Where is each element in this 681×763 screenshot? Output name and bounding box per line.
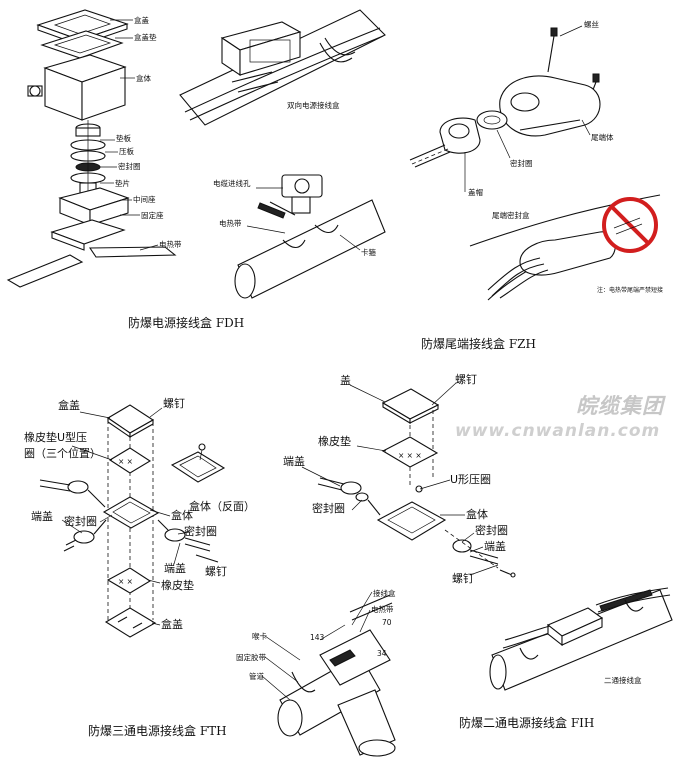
- label-side-heat-tape: 电热带: [219, 218, 242, 228]
- label-fth-body: 盒体: [171, 508, 193, 522]
- label-heat-tape: 电热带: [159, 239, 182, 249]
- watermark: 皖缆集团 www.cnwanlan.com: [455, 394, 666, 441]
- svg-text:× ×: × ×: [118, 577, 133, 586]
- fth-bottom-lid: [104, 607, 157, 638]
- watermark-company: 皖缆集团: [576, 394, 666, 418]
- fth-exploded-view: × × × ×: [39, 404, 226, 638]
- fth-caption: 防爆三通电源接线盒 FTH: [88, 723, 227, 738]
- fih-exploded-view: × × ×: [317, 388, 516, 578]
- label-fzh-screw: 螺丝: [584, 19, 599, 29]
- fdh-plate-stack: [70, 120, 106, 195]
- label-dim-70: 70: [382, 618, 392, 627]
- label-fth-rubber-pad: 橡皮垫: [161, 578, 194, 592]
- fzh-note: 注：电热带尾端严禁短接: [597, 286, 663, 294]
- label-dim-143: 143: [310, 633, 325, 642]
- fdh-heat-tape: [6, 254, 84, 288]
- label-fth-clamp: 喉卡: [252, 631, 267, 641]
- label-middle-seat: 中间座: [133, 194, 156, 204]
- label-fth-rubber-u: 橡皮垫U型压: [24, 430, 87, 444]
- fdh-leaders: [100, 19, 159, 251]
- label-fth-junction: 接线盒: [373, 588, 396, 598]
- fzh-caption: 防爆尾端接线盒 FZH: [421, 336, 536, 351]
- fih-leaders: [301, 382, 499, 576]
- label-fih-body: 盒体: [466, 507, 488, 521]
- label-fth-tape: 固定胶带: [236, 652, 266, 662]
- label-fth-end-cap-left: 端盖: [31, 509, 53, 523]
- fth-body: [102, 496, 160, 529]
- label-pad-plate: 垫板: [116, 133, 131, 143]
- fzh-seal-title: 尾端密封盒: [492, 210, 530, 220]
- label-fih-lid: 盖: [340, 373, 351, 387]
- label-fih-end-cap-right: 端盖: [484, 539, 506, 553]
- label-seal-ring: 密封圈: [118, 161, 141, 171]
- label-fix-seat: 固定座: [141, 210, 164, 220]
- label-press-plate: 压板: [119, 146, 134, 156]
- fih-side-title: 二通接线盒: [604, 675, 642, 685]
- label-fzh-seal: 密封圈: [510, 158, 533, 168]
- label-clamp: 卡箍: [361, 247, 376, 257]
- watermark-url: www.cnwanlan.com: [455, 421, 660, 441]
- label-fih-screw: 螺钉: [455, 373, 477, 386]
- fth-leaders: [61, 407, 191, 626]
- fih-pipe-view: 二通接线盒: [489, 587, 673, 691]
- label-fth-body-back: 盒体（反面）: [189, 499, 255, 513]
- label-fih-screw-bottom: 螺钉: [452, 572, 474, 585]
- fih-rubber-pad: [381, 436, 439, 468]
- label-fth-screw-top: 螺钉: [163, 397, 185, 410]
- fih-labels: 盖 螺钉 橡皮垫 端盖 U形压圈 密封圈 盒体 密封圈 端盖 螺钉: [283, 373, 508, 585]
- svg-text:× ×: × ×: [118, 457, 133, 466]
- fth-top-lid: [106, 404, 155, 434]
- label-cable-hole: 电缆进线孔: [213, 178, 251, 188]
- label-fih-seal-left: 密封圈: [312, 501, 345, 515]
- label-fth-heat-tape: 电热带: [371, 604, 394, 614]
- fdh-double-box-view: 双向电源接线盒: [179, 9, 386, 126]
- fih-caption: 防爆二通电源接线盒 FIH: [459, 715, 594, 730]
- label-pad-piece: 垫片: [115, 178, 130, 188]
- label-fth-lid-bottom: 盒盖: [161, 617, 183, 631]
- label-lid-gasket: 盒盖垫: [134, 32, 157, 42]
- fdh-exploded-view: [6, 9, 177, 288]
- label-fih-u-ring: U形压圈: [450, 473, 491, 486]
- fth-labels: 盒盖 螺钉 橡皮垫U型压 圈（三个位置） 盒体（反面） 端盖 密封圈 盒体 密封…: [24, 397, 255, 631]
- label-fzh-cap: 盖帽: [468, 187, 483, 197]
- label-fih-end-cap: 端盖: [283, 454, 305, 468]
- svg-text:× × ×: × × ×: [398, 451, 422, 460]
- fzh-exploded-view: 螺丝 尾端体 密封圈 盖帽: [409, 19, 614, 197]
- label-fth-seal-right: 密封圈: [184, 524, 217, 538]
- fdh-lid-gasket-part: [40, 30, 124, 59]
- fzh-seal-box-view: 尾端密封盒 注：电热带尾端严禁短接: [469, 194, 663, 301]
- label-dim-34: 34: [377, 649, 387, 658]
- label-fth-end-cap-right: 端盖: [164, 561, 186, 575]
- label-fth-screw-right: 螺钉: [205, 565, 227, 578]
- label-fth-rubber-u2: 圈（三个位置）: [24, 446, 101, 460]
- double-box-title: 双向电源接线盒: [287, 100, 340, 110]
- label-fth-lid-top: 盒盖: [58, 398, 80, 412]
- label-lid: 盒盖: [134, 15, 149, 25]
- label-fih-rubber-pad: 橡皮垫: [318, 434, 351, 448]
- fih-body: [376, 501, 447, 541]
- label-fth-seal-left: 密封圈: [64, 514, 97, 528]
- fih-lid: [381, 388, 440, 420]
- label-fzh-tail-body: 尾端体: [591, 132, 614, 142]
- label-body: 盒体: [136, 73, 151, 83]
- fdh-cable-entry-view: 电缆进线孔 电热带 卡箍: [213, 174, 386, 299]
- label-fih-seal-right: 密封圈: [475, 523, 508, 537]
- label-fth-pipe: 管道: [249, 671, 264, 681]
- fdh-labels: 盒盖 盒盖垫 盒体 垫板 压板 密封圈 垫片 中间座 固定座 电热带: [115, 15, 182, 249]
- fdh-caption: 防爆电源接线盒 FDH: [128, 315, 244, 330]
- fth-tee-view: 喉卡 固定胶带 管道 接线盒 电热带 143 70 34: [236, 588, 396, 757]
